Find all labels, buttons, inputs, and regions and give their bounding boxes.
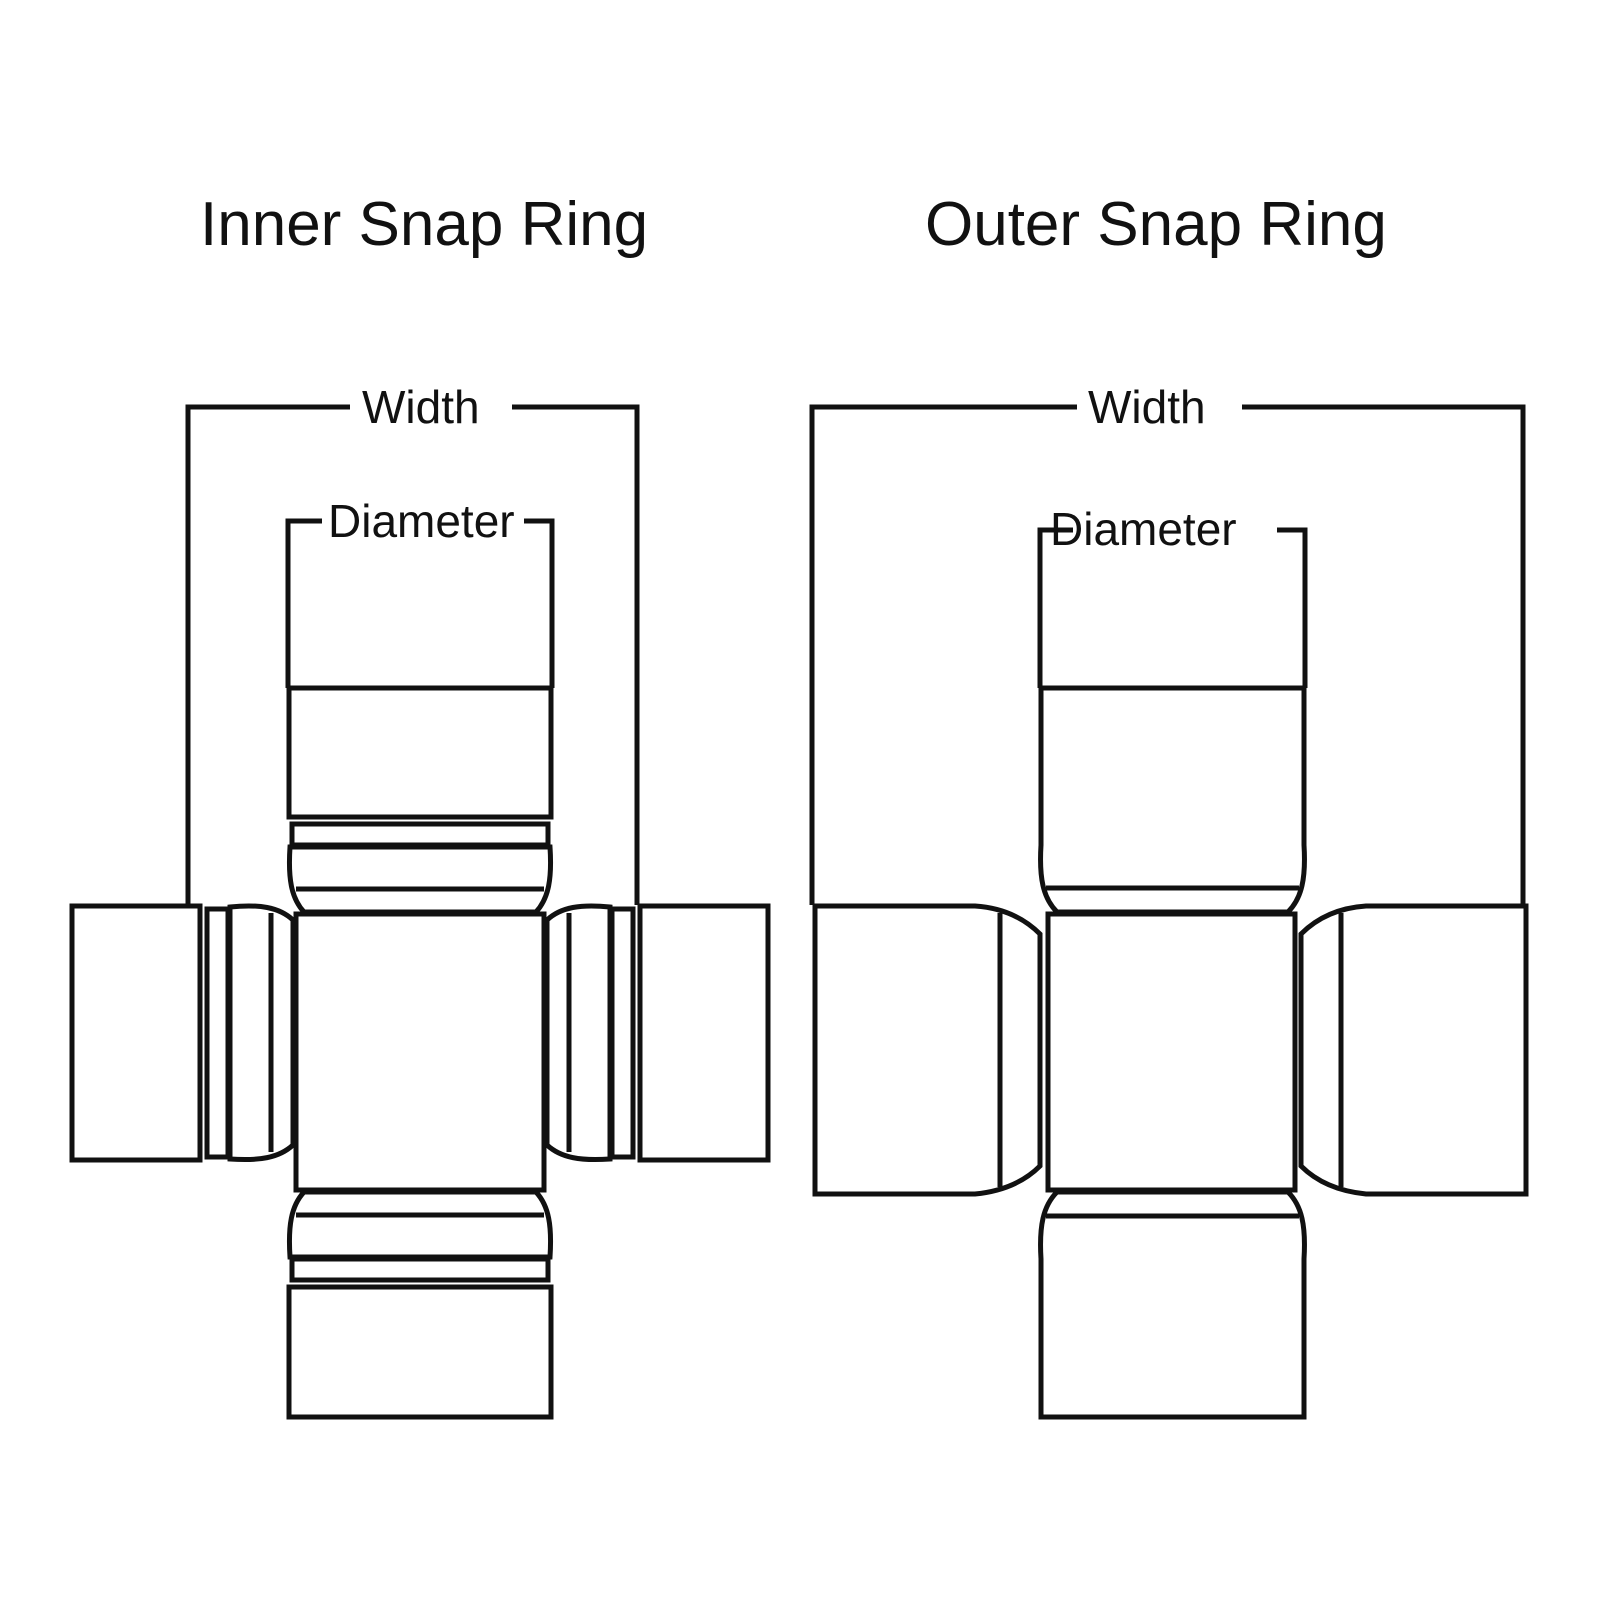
bearing-cap-right-inner [544, 903, 771, 1163]
bearing-cap-bottom-outer [1038, 1189, 1307, 1420]
width-bracket-outer: Width [809, 381, 1526, 905]
width-label-outer: Width [1088, 381, 1206, 433]
bearing-cap-bottom-inner [286, 1189, 554, 1420]
bearing-cap-right-outer [1298, 903, 1529, 1197]
diameter-bracket-outer: Diameter [1037, 503, 1308, 688]
bearing-cap-top-inner [286, 685, 554, 915]
panel-inner-snap-ring: Inner Snap Ring Width Diameter [69, 190, 771, 1420]
cross-body-inner [293, 911, 547, 1193]
width-label-inner: Width [362, 381, 480, 433]
diameter-bracket-inner: Diameter [285, 495, 555, 688]
cross-body-outer [1045, 911, 1298, 1193]
panel-outer-snap-ring: Outer Snap Ring Width Diameter [809, 190, 1529, 1420]
width-bracket-inner: Width [185, 381, 640, 905]
bearing-cap-left-outer [812, 903, 1043, 1197]
panel-title-outer: Outer Snap Ring [925, 190, 1387, 259]
bearing-cap-left-inner [69, 903, 296, 1163]
panel-title-inner: Inner Snap Ring [200, 190, 648, 259]
diameter-label-outer: Diameter [1050, 503, 1237, 555]
bearing-cap-top-outer [1038, 685, 1307, 915]
diameter-label-inner: Diameter [328, 495, 515, 547]
